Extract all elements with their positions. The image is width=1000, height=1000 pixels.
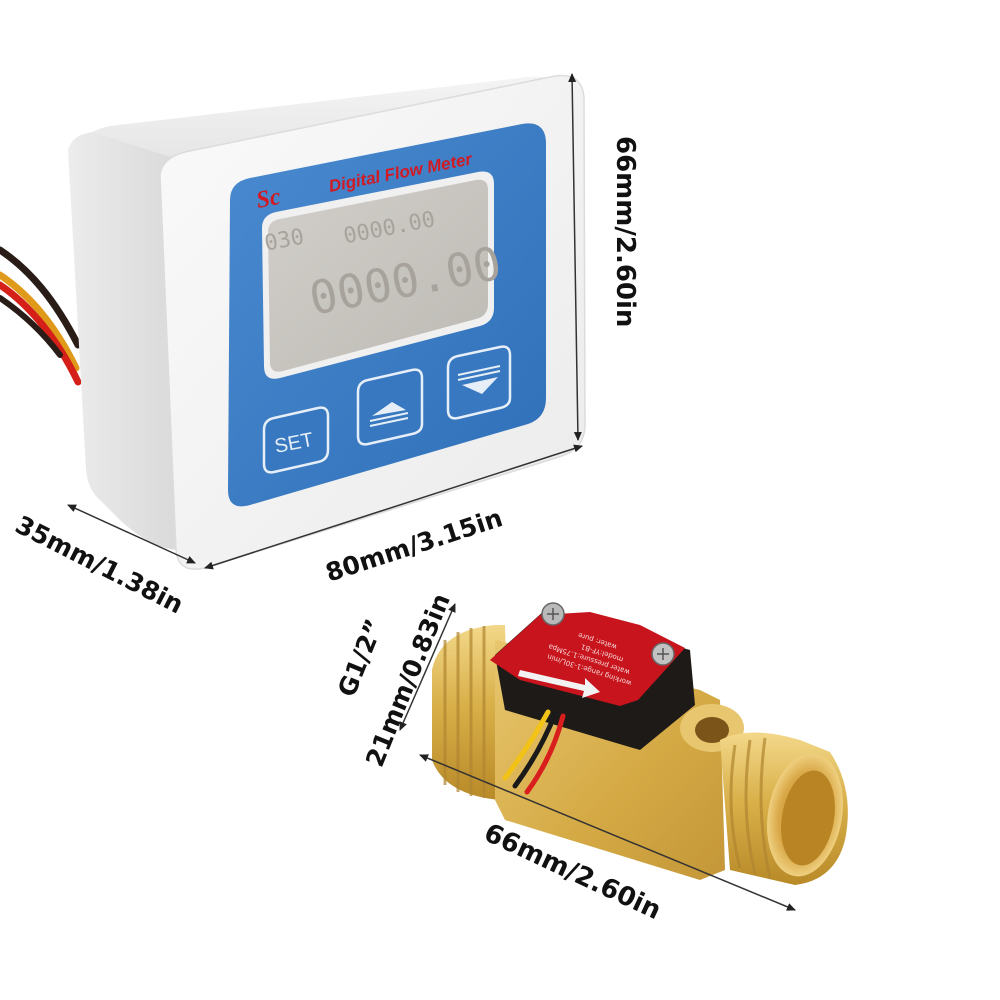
down-arrow-icon [457,365,501,394]
brand-logo: Sc [254,184,283,214]
up-button[interactable] [356,368,424,446]
housing-side [68,132,180,550]
flow-direction-arrow-icon [518,670,600,698]
sensor-red-label [490,612,685,706]
meter-wires [0,246,82,386]
sensor-label-text: working range:1-30L/min water pressure:1… [546,631,632,687]
down-button[interactable] [446,345,512,420]
meter-height-label: 66mm/2.60in [610,136,640,328]
set-button[interactable]: SET [262,406,330,474]
meter-dimension-lines [67,73,583,570]
up-arrow-icon [369,402,409,427]
lcd-screen [268,179,488,372]
sensor-right-thread [720,732,848,885]
flow-meter-device: Sc Digital Flow Meter 030 0000.00 0000.0… [0,74,586,570]
sensor-dimension-lines [399,603,796,911]
